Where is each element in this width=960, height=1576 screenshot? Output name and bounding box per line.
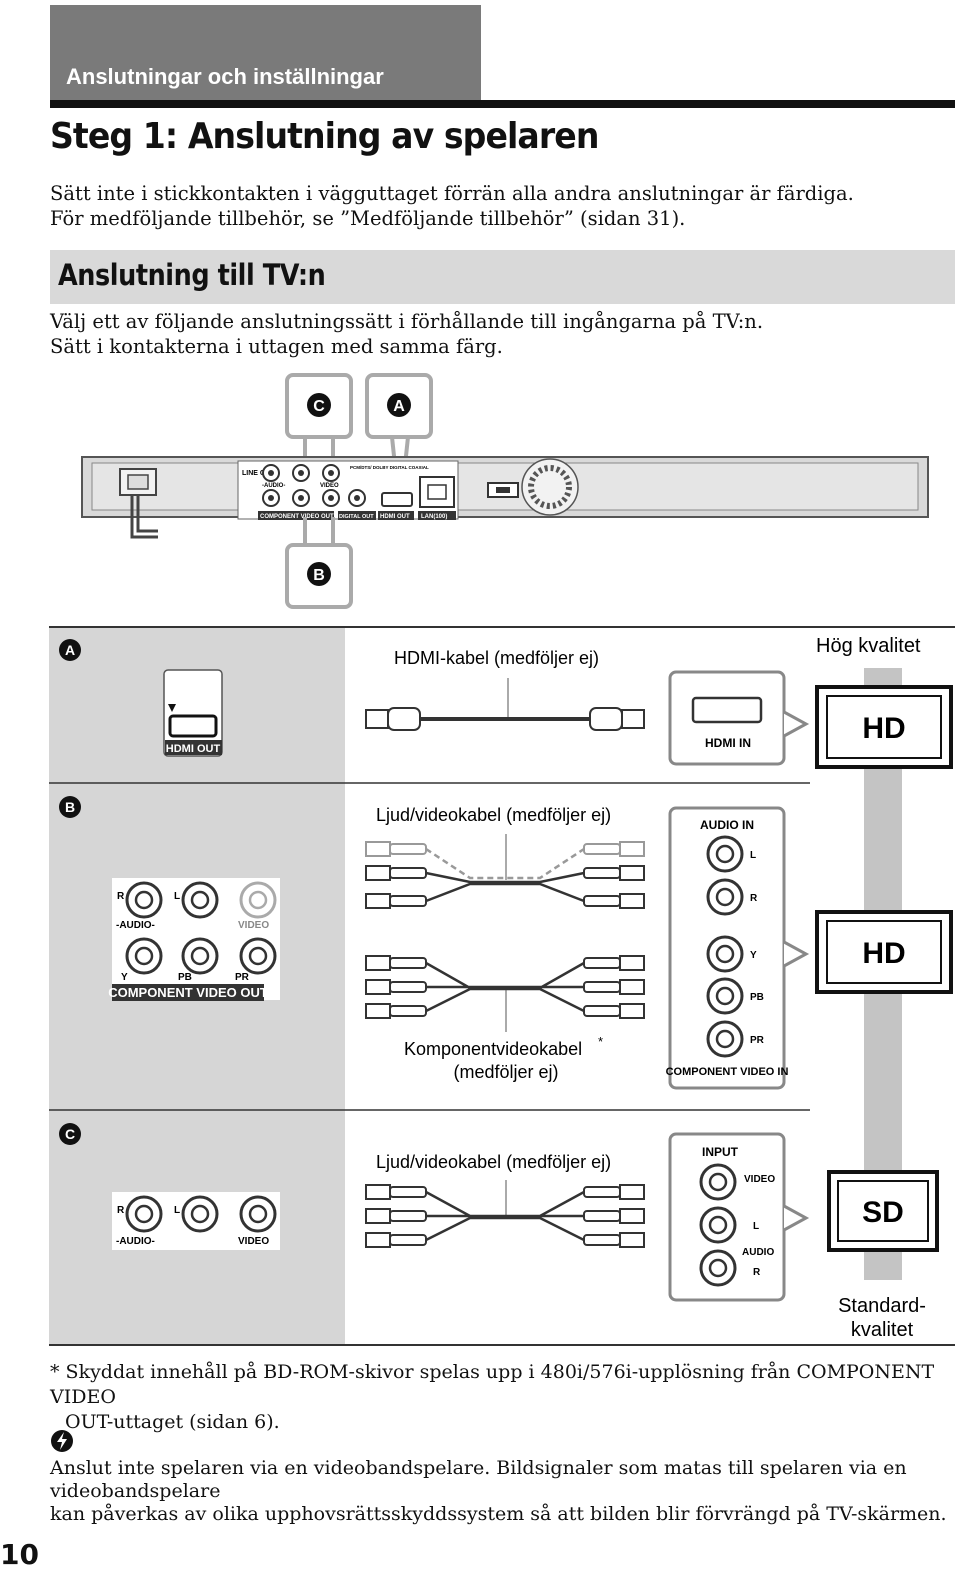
row-c-tv-audio-label: AUDIO — [742, 1247, 774, 1258]
lan-label: LAN(100) — [421, 514, 447, 520]
row-b: B R L -AUDIO- VIDEO Y PB PR COMPONENT VI… — [49, 796, 953, 1111]
player-video-label: VIDEO — [320, 483, 339, 489]
pcm-label: PCM/DTS/ DOLBY DIGITAL COAXIAL — [350, 465, 429, 470]
row-b-audio-label: -AUDIO- — [116, 920, 155, 931]
row-b-cable1-label: Ljud/videokabel (medföljer ej) — [376, 805, 611, 825]
hdmi-out-label: HDMI OUT — [380, 514, 410, 520]
page-title: Steg 1: Anslutning av spelaren — [50, 116, 599, 157]
intro-text: Sätt inte i stickkontakten i vägguttaget… — [50, 181, 950, 231]
row-c-video-label: VIDEO — [238, 1236, 269, 1247]
row-a-tv-port: HDMI IN — [705, 736, 751, 750]
row-b-cable2-label-1: Komponentvideokabel — [404, 1039, 582, 1059]
player-rear-diagram: C A LINE OUT -AUDIO- VIDEO PCM/DTS/ DOLB… — [81, 373, 929, 609]
tip-icon — [51, 1430, 73, 1452]
row-c-tv-l-label: L — [753, 1221, 759, 1232]
row-b-tv-pr-label: PR — [750, 1035, 765, 1046]
line-out-label: LINE OUT — [242, 470, 275, 477]
row-b-tv-pb-label: PB — [750, 992, 764, 1003]
row-c: C R L -AUDIO- VIDEO Ljud/videokabel (med… — [59, 1123, 939, 1341]
row-c-tv-video-label: VIDEO — [744, 1174, 775, 1185]
row-b-component-label: COMPONENT VIDEO OUT — [108, 985, 268, 1000]
top-rule — [50, 100, 955, 108]
row-b-audio-in-label: AUDIO IN — [700, 818, 754, 832]
quality-bottom-label-2: kvalitet — [851, 1319, 914, 1341]
row-a-cable-label: HDMI-kabel (medföljer ej) — [394, 648, 599, 668]
row-c-input-label: INPUT — [702, 1145, 739, 1159]
footnote-star: * — [50, 1361, 60, 1383]
tip-line-2: kan påverkas av olika upphovsrättsskydds… — [50, 1503, 947, 1525]
tip-line-1: Anslut inte spelaren via en videobandspe… — [50, 1457, 907, 1502]
row-c-audio-label: -AUDIO- — [116, 1236, 155, 1247]
row-b-cable2-star: * — [598, 1034, 603, 1049]
player-body: LINE OUT -AUDIO- VIDEO PCM/DTS/ DOLBY DI… — [81, 456, 929, 539]
callout-b-label: B — [313, 567, 325, 584]
row-b-pr-label: PR — [235, 972, 250, 983]
section-tab: Anslutningar och inställningar — [50, 5, 481, 100]
row-b-tv-r-label: R — [750, 893, 758, 904]
digital-out-label: DIGITAL OUT — [339, 514, 374, 520]
row-b-pb-label: PB — [178, 972, 192, 983]
row-a-marker: A — [65, 642, 75, 658]
row-a-player-port: HDMI OUT — [166, 743, 221, 755]
row-b-y-label: Y — [121, 972, 128, 983]
intro-line-1: Sätt inte i stickkontakten i vägguttaget… — [50, 182, 854, 205]
row-c-r-label: R — [117, 1205, 125, 1216]
quality-top-label: Hög kvalitet — [816, 635, 921, 657]
subsection-text: Välj ett av följande anslutningssätt i f… — [50, 309, 950, 359]
row-a-tv-label: HD — [862, 712, 905, 745]
tip-text: Anslut inte spelaren via en videobandspe… — [50, 1457, 955, 1526]
subsection-line-1: Välj ett av följande anslutningssätt i f… — [50, 310, 764, 333]
row-c-tv-r-label: R — [753, 1267, 761, 1278]
component-out-label: COMPONENT VIDEO OUT — [260, 514, 334, 520]
callout-c-label: C — [313, 398, 325, 415]
subsection-title: Anslutning till TV:n — [58, 258, 326, 292]
row-b-l-label: L — [174, 891, 180, 902]
subsection-band: Anslutning till TV:n — [50, 250, 955, 304]
row-b-component-in-label: COMPONENT VIDEO IN — [666, 1066, 789, 1078]
callout-a: A — [365, 373, 433, 476]
connection-diagram: A HDMI OUT HDMI-kabel (medföljer ej) HDM… — [49, 626, 955, 1346]
row-c-marker: C — [65, 1126, 75, 1142]
row-b-r-label: R — [117, 891, 125, 902]
quality-bottom-label-1: Standard- — [838, 1295, 926, 1317]
footnote-line-2: OUT-uttaget (sidan 6). — [65, 1411, 280, 1433]
row-b-tv-l-label: L — [750, 850, 756, 861]
callout-b: B — [285, 517, 353, 609]
row-c-tv-label: SD — [862, 1196, 904, 1229]
footnote-line-1: Skyddat innehåll på BD-ROM-skivor spelas… — [50, 1361, 935, 1408]
callout-a-label: A — [393, 398, 405, 415]
section-title: Anslutningar och inställningar — [66, 64, 384, 89]
callout-c: C — [285, 373, 353, 473]
footnote: * Skyddat innehåll på BD-ROM-skivor spel… — [50, 1360, 950, 1435]
row-b-marker: B — [65, 799, 75, 815]
row-b-tv-label: HD — [862, 937, 905, 970]
row-b-tv-y-label: Y — [750, 950, 757, 961]
subsection-line-2: Sätt i kontakterna i uttagen med samma f… — [50, 335, 503, 358]
row-c-cable-label: Ljud/videokabel (medföljer ej) — [376, 1152, 611, 1172]
page-number: 10 — [0, 1538, 39, 1571]
row-a: A HDMI OUT HDMI-kabel (medföljer ej) HDM… — [49, 635, 953, 784]
intro-line-2: För medföljande tillbehör, se ”Medföljan… — [50, 207, 686, 230]
player-audio-label: -AUDIO- — [262, 483, 285, 489]
row-b-cable2-label-2: (medföljer ej) — [453, 1062, 558, 1082]
row-b-video-label: VIDEO — [238, 920, 269, 931]
row-c-l-label: L — [174, 1205, 180, 1216]
